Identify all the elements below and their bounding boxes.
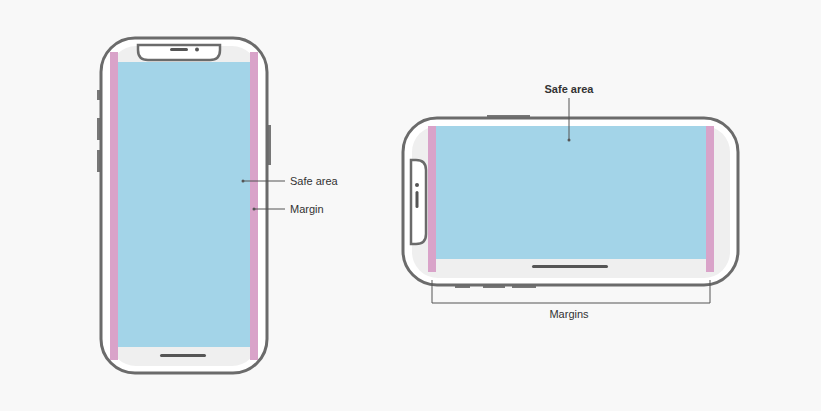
landscape-phone bbox=[403, 115, 738, 288]
leader-lines bbox=[242, 180, 286, 211]
leader-lines bbox=[432, 98, 710, 303]
callout-label: Safe area bbox=[545, 83, 594, 96]
callout-label: Safe area bbox=[290, 175, 338, 188]
portrait-phone bbox=[97, 38, 271, 373]
bracket-label: Margins bbox=[549, 308, 588, 321]
callout-label: Margin bbox=[290, 203, 324, 216]
